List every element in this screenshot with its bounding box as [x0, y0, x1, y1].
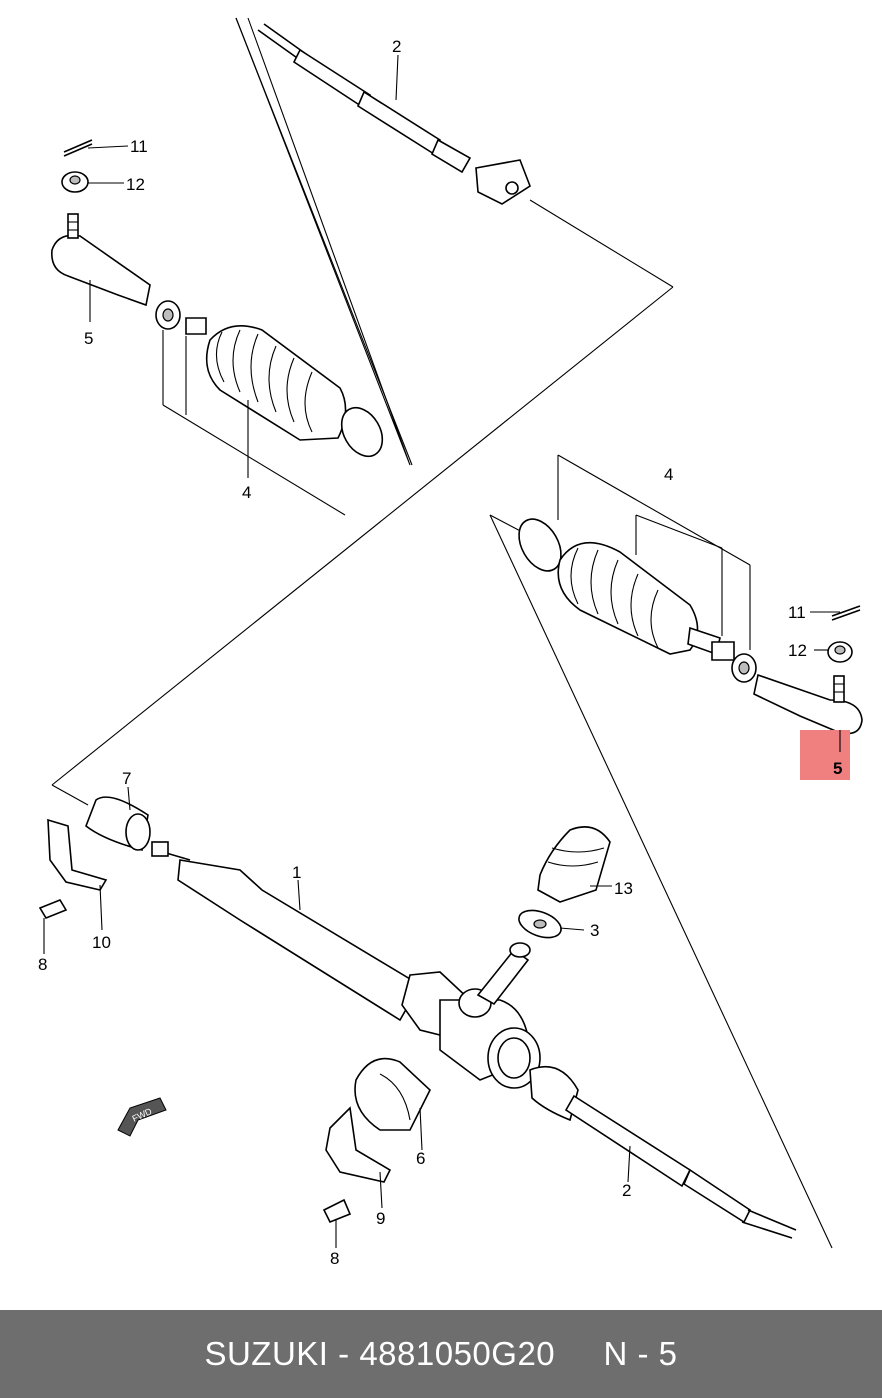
callout-11-left: 11	[130, 137, 148, 156]
diagram-reference: N - 5	[603, 1335, 678, 1372]
bushing	[85, 796, 151, 851]
callout-6: 6	[416, 1149, 425, 1168]
highlight-box	[800, 730, 850, 780]
assembly-guide-lines	[51, 17, 833, 1249]
forward-arrow-icon: FWD	[117, 1097, 167, 1137]
part-number: 4881050G20	[359, 1335, 556, 1372]
leader-lines	[43, 54, 841, 1248]
callout-7: 7	[122, 769, 131, 788]
boot-left	[205, 324, 384, 458]
callout-2-top: 2	[392, 37, 401, 56]
callout-8-left: 8	[38, 955, 47, 974]
exploded-parts-diagram: FWD 2 11 12 5 4 4 11 12 5 7 1 13 3	[38, 17, 863, 1268]
callout-10: 10	[92, 933, 111, 952]
callout-9: 9	[376, 1209, 385, 1228]
callout-12-right: 12	[788, 641, 807, 660]
clamp-left	[38, 818, 108, 919]
callout-4-right: 4	[664, 465, 673, 484]
tie-rod-end-right	[753, 605, 863, 780]
footer-text: SUZUKI - 4881050G20 N - 5	[204, 1335, 677, 1373]
callout-2-bottom: 2	[622, 1181, 631, 1200]
pinion-boot	[518, 826, 611, 939]
clamp-lower	[322, 1057, 431, 1224]
part-info-footer: SUZUKI - 4881050G20 N - 5	[0, 1310, 882, 1398]
tie-rod-end-left	[51, 139, 151, 307]
boot-right-guides	[557, 454, 751, 650]
brand-name: SUZUKI	[204, 1335, 329, 1372]
boot-right	[518, 518, 757, 683]
callout-8-bottom: 8	[330, 1249, 339, 1268]
callout-12-left: 12	[126, 175, 145, 194]
callout-labels: 2 11 12 5 4 4 11 12 5 7 1 13 3 10 8 6 2 …	[38, 37, 842, 1268]
nut-and-clamp-left	[155, 300, 346, 516]
inner-tie-rod-bottom	[529, 1065, 797, 1239]
callout-3: 3	[590, 921, 599, 940]
inner-tie-rod-top	[257, 23, 531, 205]
separator: -	[328, 1335, 360, 1372]
callout-1: 1	[292, 863, 301, 882]
rack-housing	[151, 841, 541, 1089]
callout-11-right: 11	[788, 603, 806, 622]
callout-5-right: 5	[833, 759, 842, 778]
callout-5-left: 5	[84, 329, 93, 348]
callout-4-left: 4	[242, 483, 251, 502]
callout-13: 13	[614, 879, 633, 898]
